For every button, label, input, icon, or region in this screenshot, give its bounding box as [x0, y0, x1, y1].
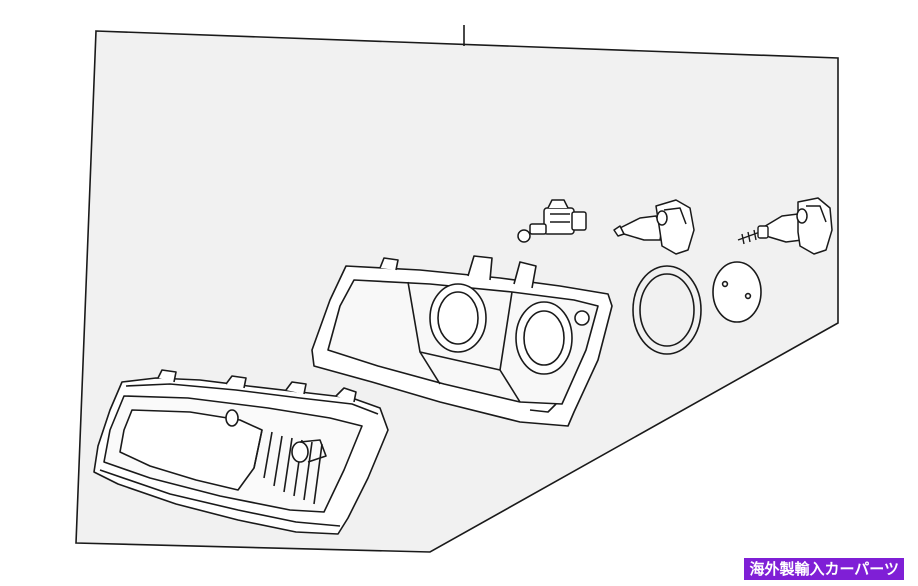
headlamp-rear-housing — [311, 255, 613, 427]
headlamp-bulb-high — [761, 197, 833, 255]
headlamp-front-assembly — [93, 369, 389, 535]
seal-ring — [632, 265, 702, 355]
watermark-badge: 海外製輸入カーパーツ — [744, 558, 904, 580]
mounting-screw — [737, 225, 769, 245]
dust-cover-cap — [712, 261, 762, 323]
bulb-socket-connector — [517, 199, 587, 243]
headlamp-bulb-low — [613, 199, 695, 255]
